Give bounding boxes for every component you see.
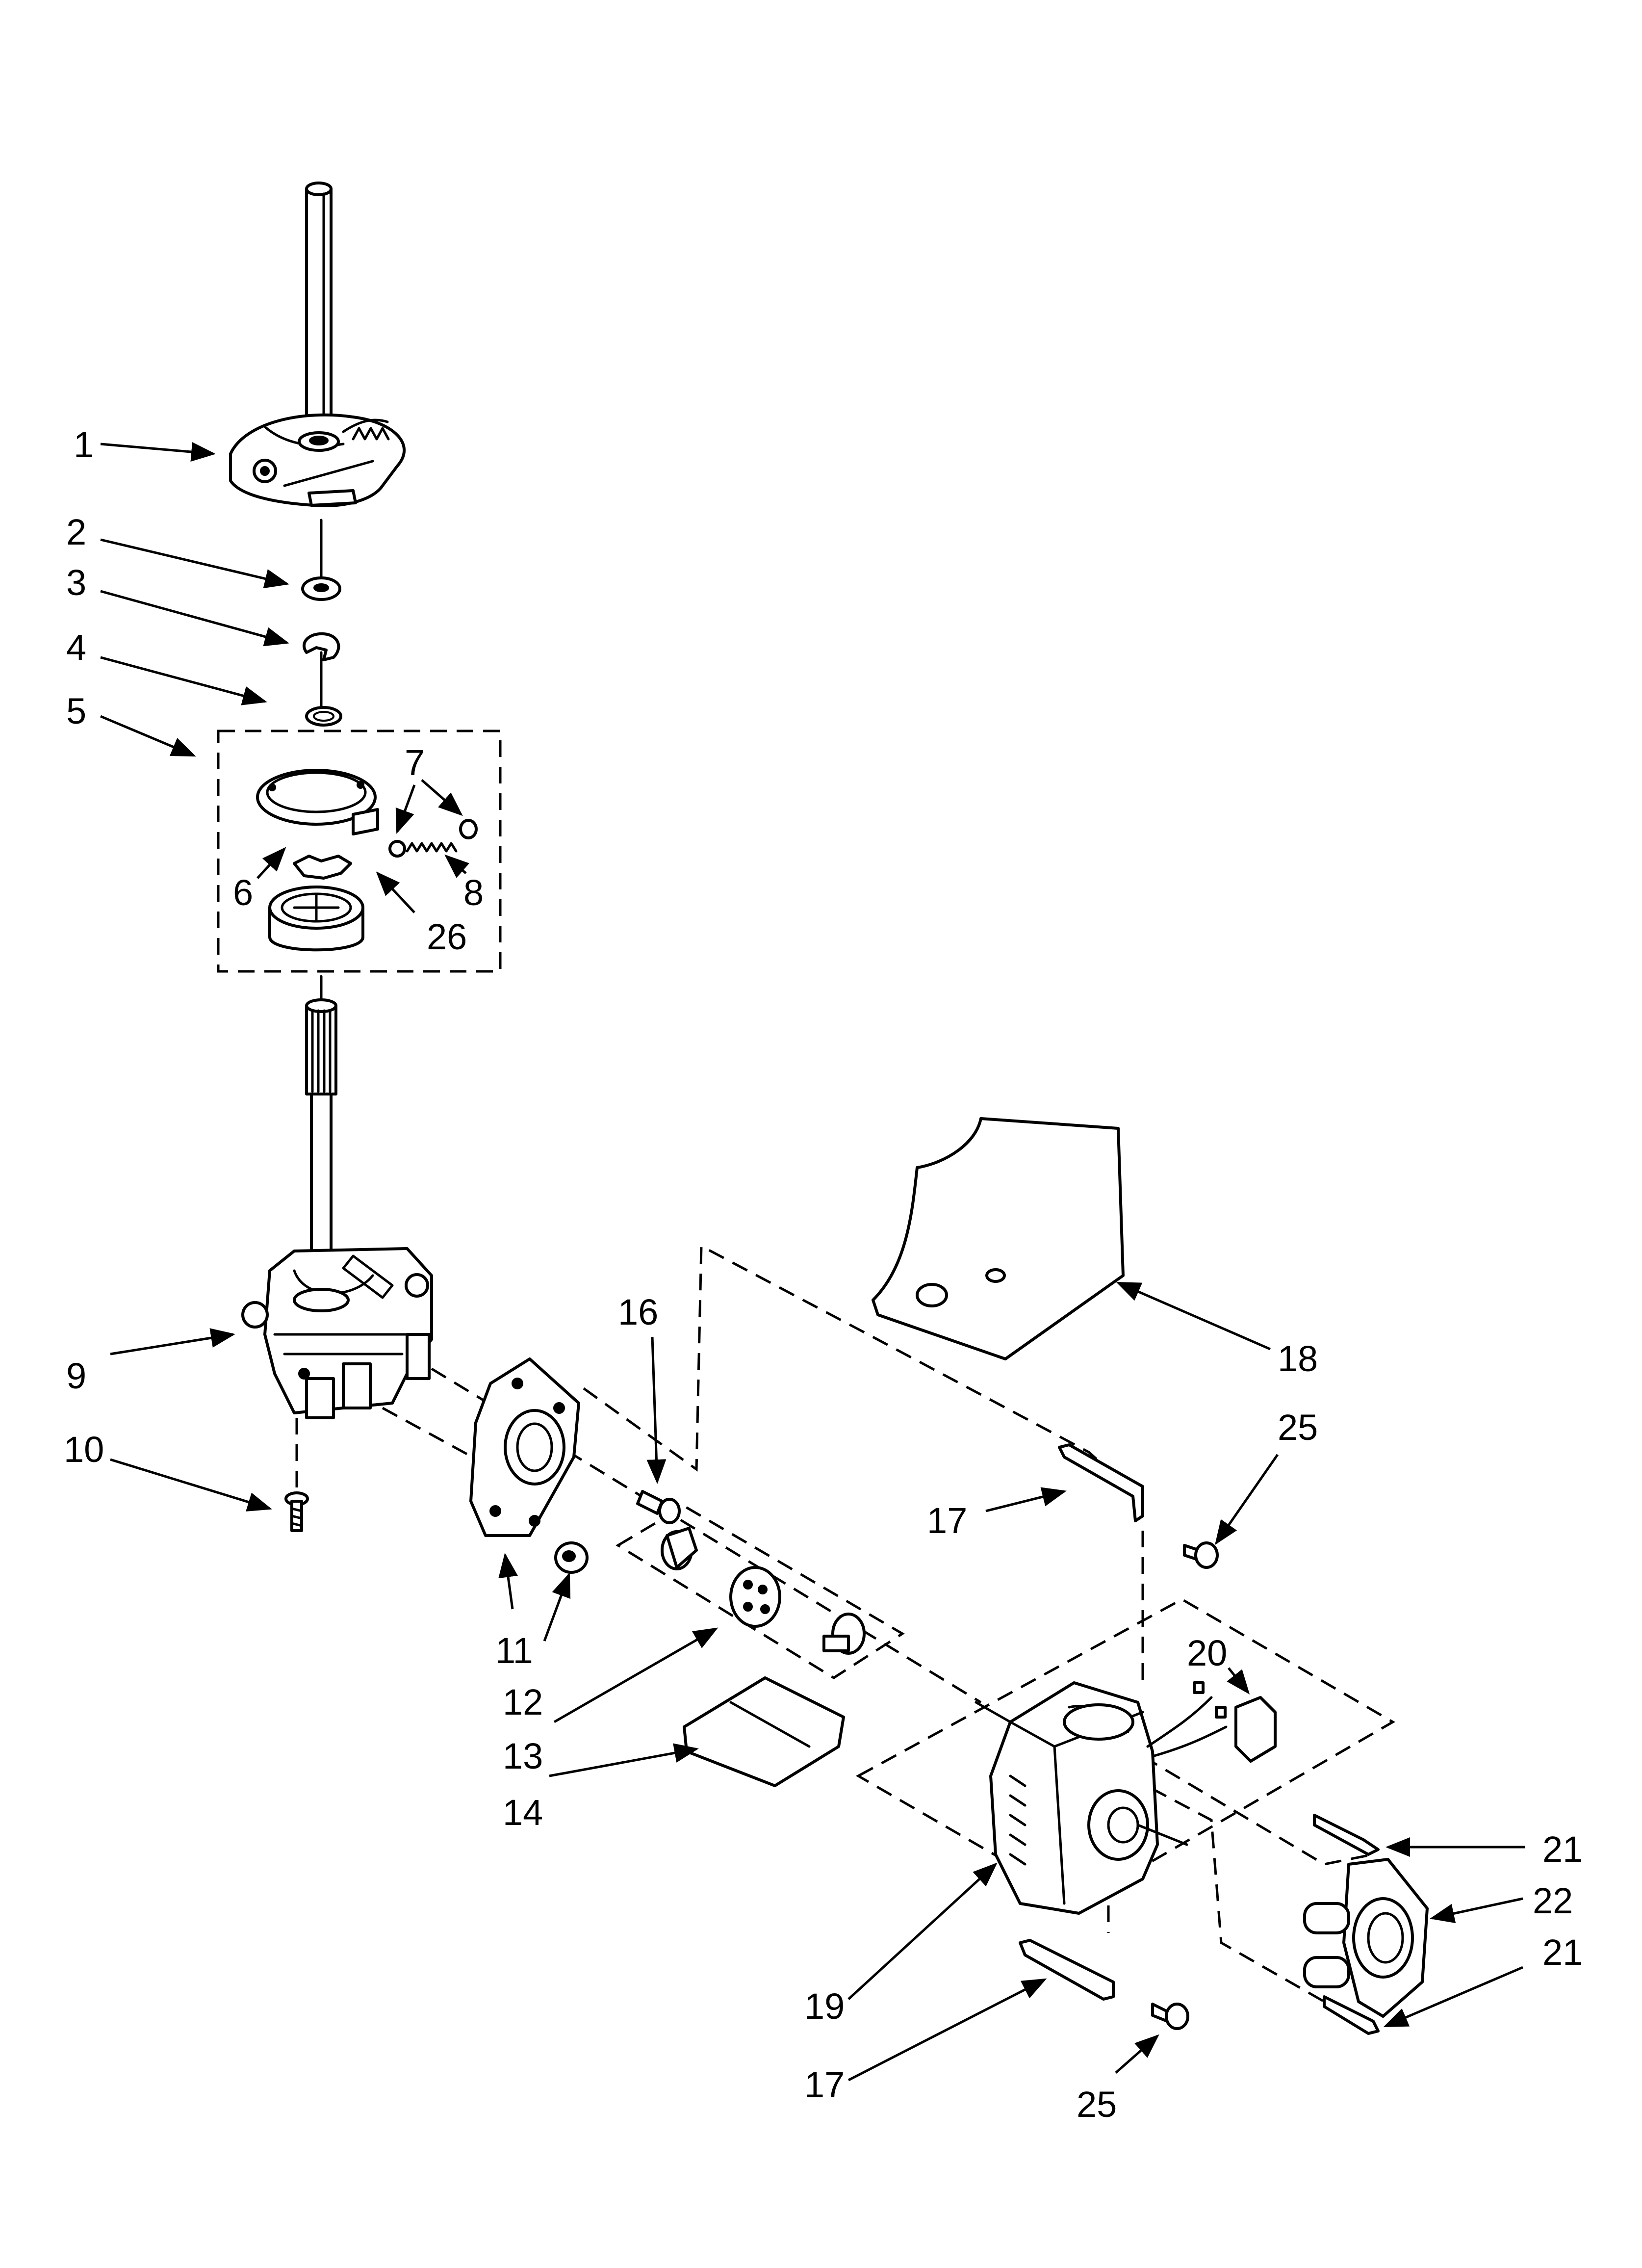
callout-11: 11 (495, 1630, 533, 1671)
callout-13: 13 (503, 1736, 543, 1776)
callout-5: 5 (66, 691, 86, 731)
callout-4: 4 (66, 627, 86, 668)
drive-motor-part-19 (975, 1681, 1188, 1915)
shield-part-18 (872, 1117, 1125, 1360)
kit-box-part-5 (217, 730, 502, 973)
callout-16: 16 (618, 1292, 658, 1332)
callout-17-lower: 17 (804, 2064, 845, 2105)
coupling-hub (822, 1613, 866, 1655)
callout-labels: 1 2 3 4 5 6 7 8 26 9 10 11 12 13 14 16 1… (64, 424, 1583, 2125)
callout-19: 19 (804, 1986, 845, 2027)
pad-part-14 (683, 1676, 845, 1787)
clutch-hub (268, 886, 364, 952)
screw-part-25-lower (1151, 2003, 1189, 2030)
callout-26: 26 (427, 916, 467, 957)
clutch-band-part-6 (256, 769, 379, 835)
callout-2: 2 (66, 512, 86, 552)
screw-part-10 (284, 1491, 309, 1532)
clip-part-21-upper (1313, 1814, 1380, 1856)
callout-21-upper: 21 (1542, 1829, 1583, 1870)
callout-21-lower: 21 (1542, 1932, 1583, 1973)
screw-part-25-upper (1183, 1541, 1219, 1569)
drive-star-part-26 (293, 855, 352, 880)
callout-17-upper: 17 (927, 1500, 967, 1541)
coupling-disc (729, 1566, 781, 1628)
leader-lines (100, 442, 1525, 2082)
callout-14: 14 (503, 1792, 543, 1833)
coupling-kit-box-part-13 (616, 1505, 905, 1679)
callout-9: 9 (66, 1356, 86, 1396)
bracket-part-17-upper (1058, 1443, 1144, 1522)
callout-6: 6 (233, 872, 253, 913)
bracket-part-17-lower (1019, 1939, 1115, 2001)
switch-part-20 (1146, 1681, 1277, 1763)
snap-ring-part-4 (305, 706, 342, 727)
clip-part-21-lower (1323, 1995, 1380, 2035)
bushing-part-12 (554, 1541, 589, 1574)
callout-12: 12 (503, 1682, 543, 1722)
brake-cam-assembly (229, 413, 406, 507)
retainer-part-3 (303, 632, 340, 661)
bolt-part-16 (636, 1490, 681, 1524)
adapter-plate-part-11 (469, 1357, 580, 1537)
callout-25-lower: 25 (1077, 2084, 1117, 2125)
pump-part-22 (1303, 1858, 1429, 2018)
washer-part-2 (301, 576, 341, 601)
motor-pulley-coupling (661, 1527, 698, 1570)
callout-10: 10 (64, 1429, 104, 1470)
callout-3: 3 (66, 562, 86, 603)
callout-1: 1 (74, 424, 94, 465)
spring-part-8 (388, 819, 478, 858)
callout-7: 7 (405, 742, 425, 783)
callout-25-upper: 25 (1278, 1407, 1318, 1448)
callout-8: 8 (463, 872, 484, 913)
callout-22: 22 (1533, 1880, 1573, 1921)
callout-20: 20 (1187, 1633, 1227, 1673)
callout-18: 18 (1278, 1338, 1318, 1379)
gearcase-part-9 (241, 1247, 433, 1419)
